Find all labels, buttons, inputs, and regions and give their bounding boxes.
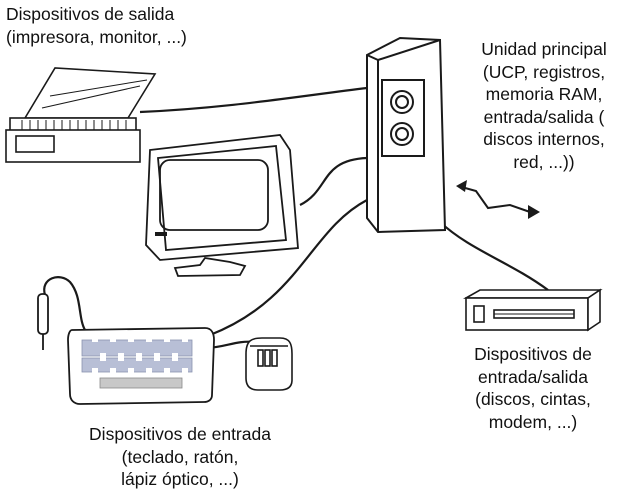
- mouse-icon: [245, 337, 293, 391]
- pen-cable: [43, 276, 86, 331]
- input-devices-title: Dispositivos de entrada: [89, 424, 271, 444]
- main-unit-line-6: red, ...)): [513, 151, 575, 172]
- output-devices-examples: (impresora, monitor, ...): [6, 26, 187, 47]
- io-devices-line-2: entrada/salida: [478, 366, 588, 387]
- main-unit-icon: [366, 36, 447, 234]
- printer-icon: [5, 67, 157, 163]
- input-devices-line-3: lápiz óptico, ...): [121, 469, 239, 489]
- printer-cable: [139, 86, 368, 114]
- main-unit-title: Unidad principal: [481, 39, 607, 59]
- main-unit-label: Unidad principal (UCP, registros, memori…: [452, 38, 636, 173]
- io-devices-title: Dispositivos de: [474, 344, 592, 364]
- light-pen-icon: [37, 293, 49, 350]
- main-unit-line-2: (UCP, registros,: [482, 61, 606, 82]
- tape-drive-icon: [462, 288, 603, 332]
- io-devices-line-4: modem, ...): [488, 411, 578, 432]
- connection-cables: [43, 86, 549, 350]
- input-devices-line-2: (teclado, ratón,: [121, 446, 239, 467]
- io-devices-label: Dispositivos de entrada/salida (discos, …: [444, 343, 622, 433]
- network-bolt-icon: [456, 180, 540, 219]
- monitor-cable: [299, 156, 368, 206]
- output-devices-label: Dispositivos de salida (impresora, monit…: [6, 3, 187, 48]
- io-device-cable: [439, 221, 549, 291]
- keyboard-icon: [67, 327, 215, 405]
- main-unit-line-3: memoria RAM,: [485, 84, 603, 104]
- monitor-icon: [145, 134, 299, 277]
- output-devices-title: Dispositivos de salida: [6, 4, 175, 24]
- main-unit-line-5: discos internos,: [483, 129, 605, 149]
- io-devices-line-3: (discos, cintas,: [475, 389, 591, 409]
- keyboard-cable: [209, 199, 368, 337]
- main-unit-line-4: entrada/salida (: [483, 106, 605, 127]
- input-devices-label: Dispositivos de entrada (teclado, ratón,…: [40, 423, 320, 491]
